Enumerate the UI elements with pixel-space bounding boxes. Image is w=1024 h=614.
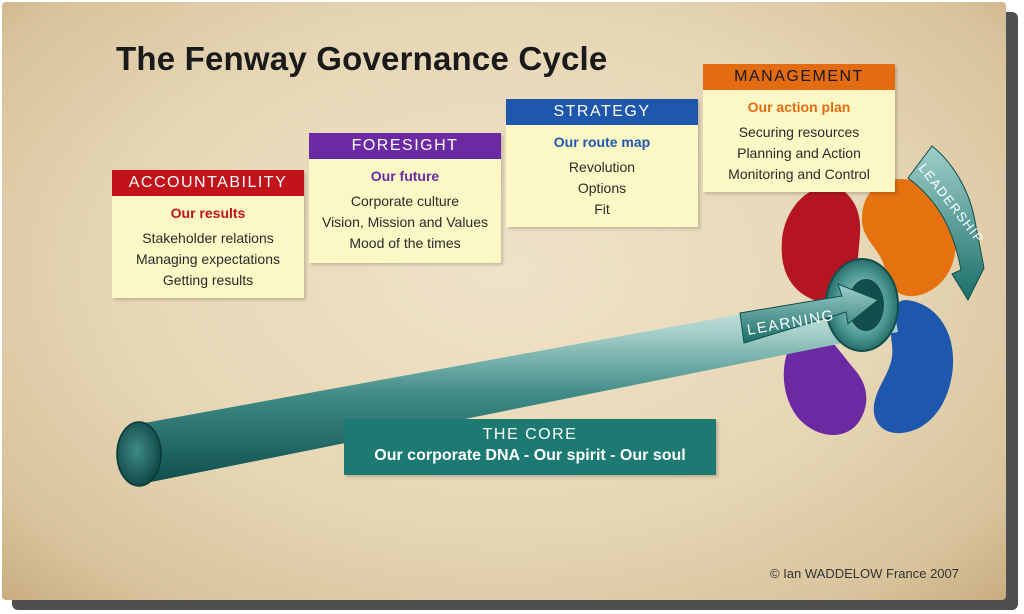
accountability-item: Getting results [162,272,254,288]
foresight-petal [783,329,867,435]
management-card: Management Our action plan Securing reso… [703,64,895,192]
foresight-item: Vision, Mission and Values [321,214,489,230]
strategy-subtitle: Our route map [553,134,651,150]
strategy-header: Strategy [506,99,698,125]
core-rod [139,287,898,483]
management-item: Securing resources [738,124,860,140]
management-subtitle: Our action plan [747,99,851,115]
management-petal [862,178,956,297]
strategy-item: Revolution [568,159,636,175]
strategy-item: Options [577,180,627,196]
strategy-petal [873,300,954,434]
learning-arrow [739,283,879,344]
rod-end-cap [116,421,162,487]
accountability-item: Stakeholder relations [142,230,274,246]
foresight-subtitle: Our future [370,168,440,184]
core-title: The Core [482,426,578,443]
management-item: Monitoring and Control [728,166,870,182]
foresight-item: Mood of the times [349,235,461,251]
strategy-item: Fit [594,201,610,217]
strategy-card: Strategy Our route map Revolution Option… [506,99,698,227]
foresight-header: Foresight [309,133,501,159]
page-title: The Fenway Governance Cycle [116,40,608,77]
accountability-subtitle: Our results [170,205,246,221]
leadership-arrow [907,145,985,302]
foresight-card: Foresight Our future Corporate culture V… [309,133,501,263]
management-item: Planning and Action [737,145,861,161]
core-subtitle: Our corporate DNA - Our spirit - Our sou… [374,447,686,464]
core-box: The Core Our corporate DNA - Our spirit … [344,419,716,475]
management-header: Management [703,64,895,90]
copyright-notice: © Ian WADDELOW France 2007 [770,566,959,581]
accountability-header: Accountability [112,170,304,196]
accountability-item: Managing expectations [136,251,280,267]
foresight-item: Corporate culture [350,193,460,209]
accountability-card: Accountability Our results Stakeholder r… [112,170,304,298]
